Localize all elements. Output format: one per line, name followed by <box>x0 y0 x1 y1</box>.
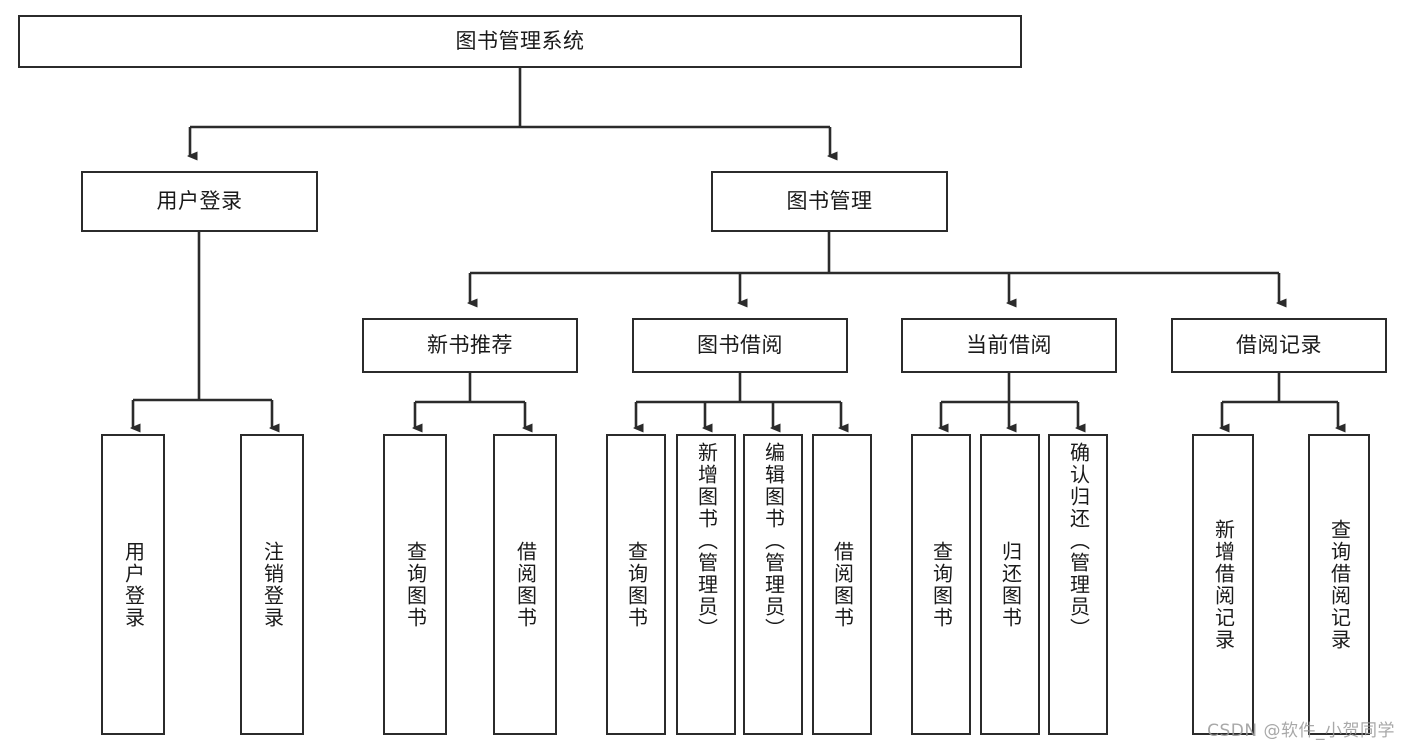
node-label: 借阅记录 <box>1236 333 1322 358</box>
leaf-new-book-query[interactable]: 查询图书 <box>383 434 447 735</box>
leaf-new-book-borrow[interactable]: 借阅图书 <box>493 434 557 735</box>
node-current-borrow[interactable]: 当前借阅 <box>901 318 1117 373</box>
node-label: 借阅图书 <box>830 540 855 629</box>
node-label: 图书借阅 <box>697 333 783 358</box>
node-label: 查询图书 <box>624 540 649 629</box>
node-label: 注销登录 <box>260 540 285 629</box>
csdn-watermark: CSDN @软件_小贺同学 <box>1207 721 1395 741</box>
leaf-current-query-book[interactable]: 查询图书 <box>911 434 971 735</box>
leaf-current-confirm-return-admin[interactable]: 确认归还（管理员） <box>1048 434 1108 735</box>
leaf-record-query-record[interactable]: 查询借阅记录 <box>1308 434 1370 735</box>
node-label: 查询图书 <box>929 540 954 629</box>
node-label: 查询借阅记录 <box>1327 518 1352 651</box>
node-label: 新增图书（管理员） <box>694 442 719 640</box>
leaf-current-return-book[interactable]: 归还图书 <box>980 434 1040 735</box>
node-new-book-recommend[interactable]: 新书推荐 <box>362 318 578 373</box>
node-book-borrow[interactable]: 图书借阅 <box>632 318 848 373</box>
leaf-record-add-record[interactable]: 新增借阅记录 <box>1192 434 1254 735</box>
node-user-login[interactable]: 用户登录 <box>81 171 318 232</box>
node-book-management[interactable]: 图书管理 <box>711 171 948 232</box>
node-label: 编辑图书（管理员） <box>761 442 786 640</box>
node-label: 用户登录 <box>121 540 146 629</box>
node-label: 图书管理 <box>786 189 873 214</box>
leaf-borrow-query-book[interactable]: 查询图书 <box>606 434 666 735</box>
node-label: 确认归还（管理员） <box>1066 442 1091 640</box>
node-label: 当前借阅 <box>966 333 1052 358</box>
leaf-user-login-logout[interactable]: 注销登录 <box>240 434 304 735</box>
leaf-user-login-login[interactable]: 用户登录 <box>101 434 165 735</box>
node-label: 借阅图书 <box>513 540 538 629</box>
leaf-borrow-edit-book-admin[interactable]: 编辑图书（管理员） <box>743 434 803 735</box>
node-label: 用户登录 <box>156 189 243 214</box>
node-label: 新增借阅记录 <box>1211 518 1236 651</box>
node-borrow-record[interactable]: 借阅记录 <box>1171 318 1387 373</box>
node-root-system[interactable]: 图书管理系统 <box>18 15 1022 68</box>
node-label: 查询图书 <box>403 540 428 629</box>
leaf-borrow-add-book-admin[interactable]: 新增图书（管理员） <box>676 434 736 735</box>
leaf-borrow-borrow-book[interactable]: 借阅图书 <box>812 434 872 735</box>
node-label: 归还图书 <box>998 540 1023 629</box>
node-label: 新书推荐 <box>427 333 513 358</box>
node-label: 图书管理系统 <box>455 29 585 54</box>
